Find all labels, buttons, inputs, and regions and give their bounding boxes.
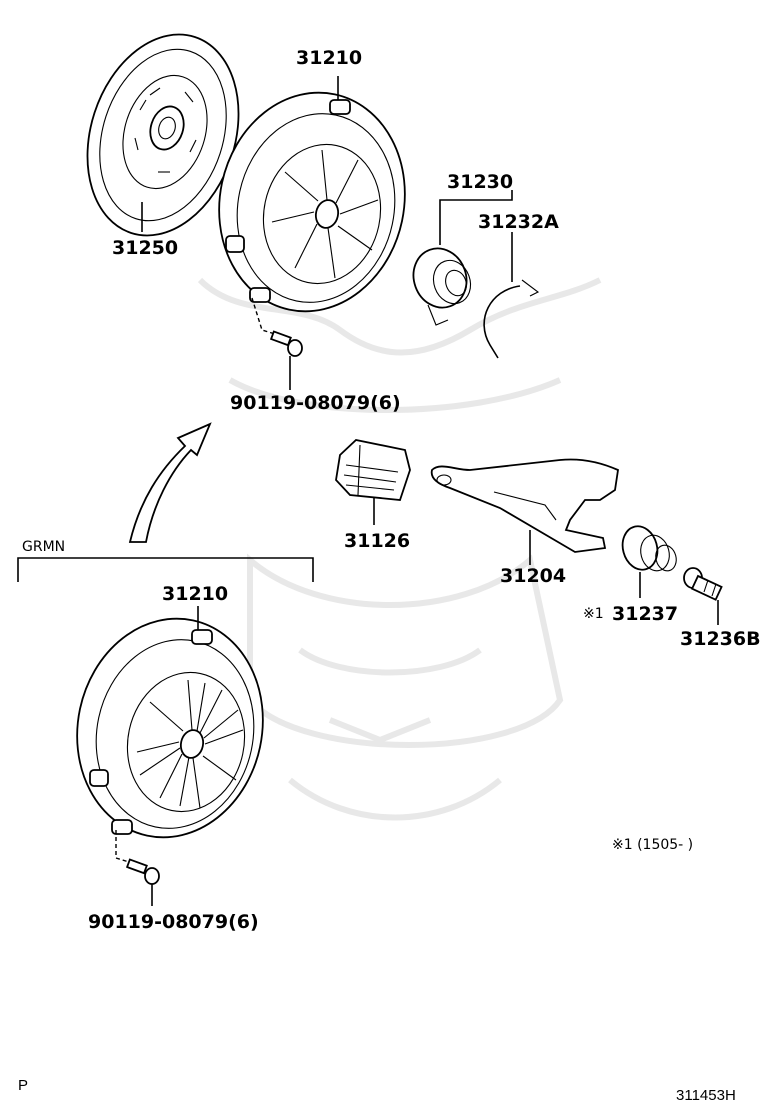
release-bearing-clip: 31232A bbox=[478, 211, 559, 359]
release-fork: 31204 bbox=[430, 458, 619, 587]
label-31126: 31126 bbox=[344, 530, 410, 552]
label-31210-lower: 31210 bbox=[162, 583, 228, 605]
label-31232A: 31232A bbox=[478, 211, 559, 233]
footnote-serial-range: ※1 (1505- ) bbox=[612, 837, 693, 853]
release-fork-boot: 31126 bbox=[335, 439, 411, 552]
label-bolt-lower: 90119-08079(6) bbox=[88, 911, 259, 933]
release-bearing: 31230 bbox=[412, 171, 513, 326]
grmn-bracket: GRMN bbox=[17, 539, 314, 582]
bolt-lower: 90119-08079(6) bbox=[88, 830, 259, 933]
label-31237: 31237 bbox=[612, 603, 678, 625]
variant-arrow bbox=[128, 422, 212, 543]
label-31204: 31204 bbox=[500, 565, 566, 587]
bolt-upper: 90119-08079(6) bbox=[230, 297, 401, 414]
label-31230: 31230 bbox=[447, 171, 513, 193]
illustration-id: 311453H bbox=[676, 1087, 736, 1104]
fork-support-mark: ※1 bbox=[583, 606, 604, 622]
fork-support: ※1 31237 bbox=[583, 525, 678, 625]
clutch-cover-upper: 31210 bbox=[218, 47, 406, 313]
label-31210-upper: 31210 bbox=[296, 47, 362, 69]
clutch-cover-lower: 31210 bbox=[76, 583, 264, 839]
page-letter: P bbox=[18, 1077, 28, 1094]
pivot-stud: 31236B bbox=[680, 567, 760, 650]
clutch-disc: 31250 bbox=[86, 33, 240, 259]
label-31236B: 31236B bbox=[680, 628, 760, 650]
group-label-grmn: GRMN bbox=[22, 539, 65, 555]
watermark-emblem bbox=[197, 277, 602, 821]
label-bolt-upper: 90119-08079(6) bbox=[230, 392, 401, 414]
label-31250: 31250 bbox=[112, 237, 178, 259]
